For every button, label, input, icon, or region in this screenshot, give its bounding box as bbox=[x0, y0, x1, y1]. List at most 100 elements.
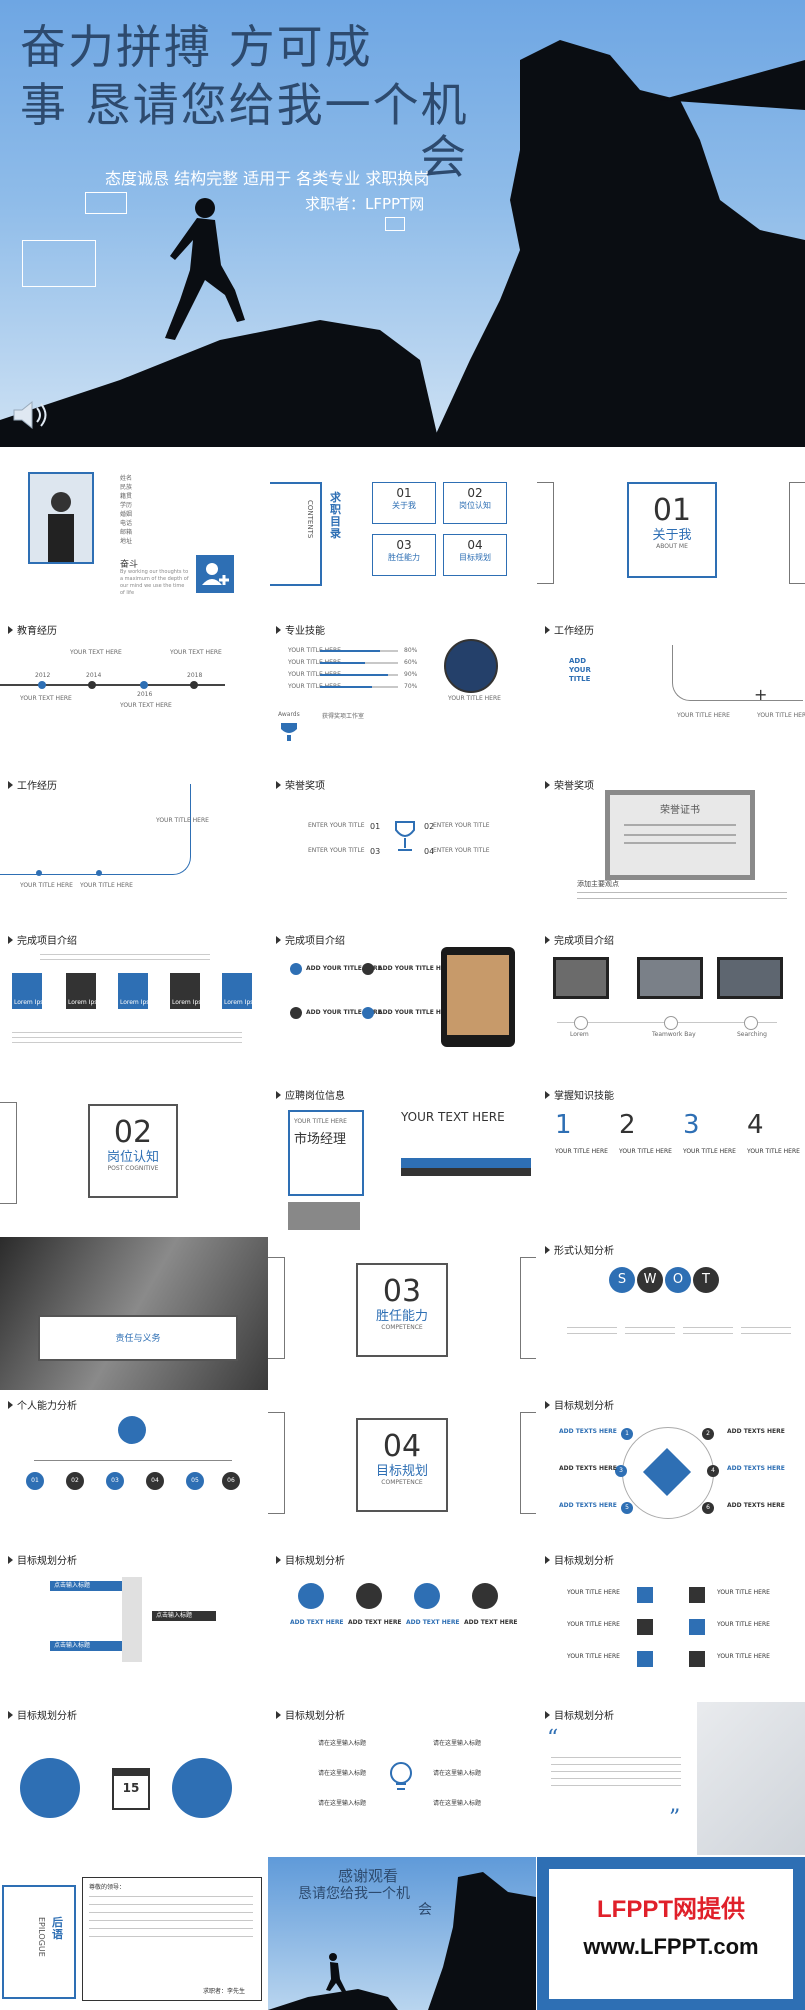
slide-goal-5: 目标规划分析 15 bbox=[0, 1702, 268, 1855]
project-badge: Lorem Ipsum bbox=[118, 973, 159, 1009]
hero-subtitle: 态度诚恳 结构完整 适用于 各类专业 求职换岗 bbox=[105, 169, 430, 188]
slide-swot: 形式认知分析 S W O T bbox=[537, 1237, 805, 1390]
slide-title: 掌握知识技能 bbox=[545, 1087, 614, 1102]
lock-icon bbox=[689, 1619, 705, 1635]
slide-work-1: 工作经历 ADD YOUR TITLE + YOUR TITLE HERE YO… bbox=[537, 617, 805, 770]
slide-honor-1: 荣誉奖项 ENTER YOUR TITLE ENTER YOUR TITLE E… bbox=[268, 772, 536, 925]
cliff-silhouette bbox=[0, 40, 805, 447]
slide-title: 荣誉奖项 bbox=[545, 777, 594, 792]
slide-title: 目标规划分析 bbox=[8, 1552, 77, 1567]
swot-t: T bbox=[693, 1267, 719, 1293]
share-icon bbox=[637, 1587, 653, 1603]
slide-title: 目标规划分析 bbox=[276, 1552, 345, 1567]
contents-item-1[interactable]: 01 关于我 bbox=[372, 482, 436, 524]
hero-applicant: 求职者：LFPPT网 bbox=[305, 195, 425, 213]
epilogue-title: 后语 bbox=[52, 1916, 63, 1941]
contents-en: CONTENTS bbox=[306, 500, 314, 539]
epilogue-letter: 尊敬的领导： 求职者：李先生 bbox=[82, 1877, 262, 2001]
deco-bracket bbox=[520, 1257, 536, 1359]
slide-title: 目标规划分析 bbox=[545, 1707, 614, 1722]
duty-box: 责任与义务 bbox=[38, 1315, 238, 1361]
climber-figure bbox=[165, 198, 245, 340]
brand-card[interactable]: LFPPT网提供 www.LFPPT.com bbox=[549, 1869, 793, 1999]
slide-title: 目标规划分析 bbox=[8, 1707, 77, 1722]
epilogue-en: EPILOGUE bbox=[37, 1917, 46, 1957]
deco-frame bbox=[22, 240, 96, 287]
section-box: 03 胜任能力 COMPETENCE bbox=[356, 1263, 448, 1357]
project-badge: Lorem Ipsum bbox=[170, 973, 211, 1009]
epilogue-frame bbox=[2, 1885, 76, 1999]
slide-project-3: 完成项目介绍 Lorem Teamwork Bay Searching bbox=[537, 927, 805, 1080]
slide-title: 个人能力分析 bbox=[8, 1397, 77, 1412]
calendar-icon: 15 bbox=[112, 1768, 150, 1810]
slide-duty: 责任与义务 bbox=[0, 1237, 268, 1390]
ability-hub bbox=[118, 1416, 146, 1444]
contents-item-2[interactable]: 02 岗位认知 bbox=[443, 482, 507, 524]
slide-project-1: 完成项目介绍 Lorem Ipsum Lorem Ipsum Lorem Ips… bbox=[0, 927, 268, 1080]
hero-title-line1: 奋力拼搏 方可成 bbox=[20, 20, 373, 74]
brand-name: LFPPT网提供 bbox=[597, 1896, 745, 1923]
contents-item-3[interactable]: 03 胜任能力 bbox=[372, 534, 436, 576]
section-box: 02 岗位认知 POST COGNITIVE bbox=[88, 1104, 178, 1198]
slide-goal-3: 目标规划分析 ADD TEXT HERE ADD TEXT HERE ADD T… bbox=[268, 1547, 536, 1700]
money-bag-icon bbox=[356, 1583, 382, 1609]
monitor bbox=[637, 957, 703, 999]
slide-skills: 专业技能 YOUR TITLE HERE YOUR TITLE HERE YOU… bbox=[268, 617, 536, 770]
goal-bubble bbox=[20, 1758, 80, 1818]
profile-fields: 姓名民族 籍贯学历 婚姻电话 邮箱地址 bbox=[120, 475, 133, 545]
brand-url[interactable]: www.LFPPT.com bbox=[583, 1934, 759, 1959]
deco-bracket bbox=[0, 1102, 17, 1204]
deco-bracket bbox=[789, 482, 805, 584]
job-box: YOUR TITLE HERE 市场经理 bbox=[288, 1110, 364, 1196]
slide-title: 完成项目介绍 bbox=[276, 932, 345, 947]
slide-title: 目标规划分析 bbox=[545, 1552, 614, 1567]
slide-title: 教育经历 bbox=[8, 622, 57, 637]
slide-goal-7: 目标规划分析 “ ” bbox=[537, 1702, 805, 1855]
slide-profile: 姓名民族 籍贯学历 婚姻电话 邮箱地址 奋斗 By working our th… bbox=[0, 462, 268, 615]
speaker-icon[interactable] bbox=[10, 398, 52, 432]
swot-o: O bbox=[665, 1267, 691, 1293]
slide-honor-2: 荣誉奖项 荣誉证书 添加主要观点 bbox=[537, 772, 805, 925]
settings-icon bbox=[472, 1583, 498, 1609]
contents-title: 求职目录 bbox=[330, 491, 341, 540]
slide-section-1: 01 关于我 ABOUT ME bbox=[537, 462, 805, 615]
quote-close-icon: ” bbox=[669, 1806, 681, 1831]
contents-item-4[interactable]: 04 目标规划 bbox=[443, 534, 507, 576]
monitor bbox=[553, 957, 609, 999]
slide-work-2: 工作经历 YOUR TITLE HERE YOUR TITLE HERE YOU… bbox=[0, 772, 268, 925]
slide-ability: 个人能力分析 01 02 03 04 05 06 bbox=[0, 1392, 268, 1545]
slide-thanks: 感谢观看 恳请您给我一个机 会 bbox=[268, 1857, 536, 2010]
slide-section-2: 02 岗位认知 POST COGNITIVE bbox=[0, 1082, 268, 1235]
timeline-curve bbox=[0, 784, 191, 875]
slide-title: 荣誉奖项 bbox=[276, 777, 325, 792]
slide-section-3: 03 胜任能力 COMPETENCE bbox=[268, 1237, 536, 1390]
deco-frame bbox=[385, 217, 405, 231]
slide-goal-2: 目标规划分析 点击输入标题 2018 点击输入标题 2019 点击输入标题 20… bbox=[0, 1547, 268, 1700]
thanks-line2: 恳请您给我一个机 bbox=[298, 1886, 410, 1902]
slide-brand: LFPPT网提供 www.LFPPT.com bbox=[537, 1857, 805, 2010]
trophy-icon bbox=[395, 821, 415, 851]
deco-bracket bbox=[537, 482, 554, 584]
profile-photo bbox=[28, 472, 94, 564]
slide-education: 教育经历 2012 2014 2016 2018 YOUR TEXT HERE … bbox=[0, 617, 268, 770]
section-box: 04 目标规划 COMPETENCE bbox=[356, 1418, 448, 1512]
thanks-title: 感谢观看 bbox=[338, 1867, 399, 1885]
timeline-curve bbox=[672, 645, 803, 701]
link-icon bbox=[637, 1651, 653, 1667]
project-badge: Lorem Ipsum bbox=[12, 973, 53, 1009]
lightbulb-icon bbox=[390, 1762, 412, 1790]
slide-title: 工作经历 bbox=[8, 777, 57, 792]
tablet-device bbox=[441, 947, 515, 1047]
slide-title: 目标规划分析 bbox=[545, 1397, 614, 1412]
slide-title: 目标规划分析 bbox=[276, 1707, 345, 1722]
gear-icon bbox=[298, 1583, 324, 1609]
thanks-line3: 会 bbox=[418, 1902, 432, 1918]
clock-icon bbox=[689, 1587, 705, 1603]
slide-goal-4: 目标规划分析 YOUR TITLE HERE YOUR TITLE HERE Y… bbox=[537, 1547, 805, 1700]
slide-title: 应聘岗位信息 bbox=[276, 1087, 345, 1102]
add-user-icon[interactable] bbox=[196, 555, 234, 593]
hands-writing-photo bbox=[697, 1702, 805, 1855]
slide-epilogue: 后语 EPILOGUE 尊敬的领导： 求职者：李先生 bbox=[0, 1857, 268, 2010]
hero-title-line2: 事 恳请您给我一个机 bbox=[20, 78, 469, 132]
bar-chart-icon bbox=[414, 1583, 440, 1609]
